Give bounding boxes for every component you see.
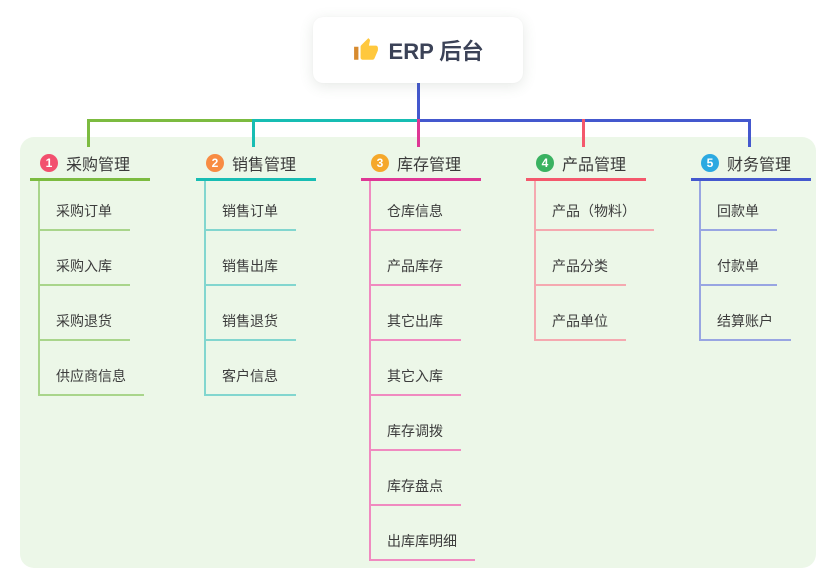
mindmap-node[interactable]: 销售退货 bbox=[206, 286, 356, 341]
branch-purchase-underline bbox=[30, 178, 150, 181]
drop-connector-finance bbox=[748, 119, 751, 147]
branch-number-badge: 1 bbox=[40, 154, 58, 172]
mindmap-node[interactable]: 供应商信息 bbox=[40, 341, 190, 396]
node-label: 采购退货 bbox=[40, 313, 130, 341]
mindmap-node[interactable]: 库存调拨 bbox=[371, 396, 521, 451]
mindmap-node[interactable]: 产品库存 bbox=[371, 231, 521, 286]
branch-purchase: 1 采购管理 采购订单 采购入库 采购退货 供应商信息 bbox=[30, 148, 190, 396]
mindmap-node[interactable]: 结算账户 bbox=[701, 286, 839, 341]
node-label: 其它出库 bbox=[371, 313, 461, 341]
mindmap-node[interactable]: 采购入库 bbox=[40, 231, 190, 286]
bus-connector-blue bbox=[419, 119, 751, 122]
node-label: 仓库信息 bbox=[371, 203, 461, 231]
branch-finance-underline bbox=[691, 178, 811, 181]
node-label: 采购订单 bbox=[40, 203, 130, 231]
branch-inventory: 3 库存管理 仓库信息 产品库存 其它出库 其它入库 库存调拨 库存盘点 出库库… bbox=[361, 148, 521, 561]
drop-connector-sales bbox=[252, 119, 255, 147]
mindmap-node[interactable]: 出库库明细 bbox=[371, 506, 521, 561]
mindmap-node[interactable]: 仓库信息 bbox=[371, 181, 521, 231]
mindmap-node[interactable]: 其它入库 bbox=[371, 341, 521, 396]
drop-connector-product bbox=[582, 119, 585, 147]
branch-number-badge: 4 bbox=[536, 154, 554, 172]
branch-sales-underline bbox=[196, 178, 316, 181]
mindmap-node[interactable]: 产品（物料） bbox=[536, 181, 686, 231]
drop-connector-purchase bbox=[87, 119, 90, 147]
node-label: 库存盘点 bbox=[371, 478, 461, 506]
branch-inventory-label: 库存管理 bbox=[397, 157, 462, 174]
branch-inventory-underline bbox=[361, 178, 481, 181]
mindmap-node[interactable]: 销售出库 bbox=[206, 231, 356, 286]
branch-sales-header[interactable]: 2 销售管理 bbox=[196, 148, 316, 178]
drop-connector-inventory bbox=[417, 119, 420, 147]
root-node[interactable]: ERP 后台 bbox=[313, 17, 523, 83]
branch-sales: 2 销售管理 销售订单 销售出库 销售退货 客户信息 bbox=[196, 148, 356, 396]
branch-product-items: 产品（物料） 产品分类 产品单位 bbox=[534, 181, 686, 341]
branch-finance-header[interactable]: 5 财务管理 bbox=[691, 148, 811, 178]
branches-background-panel bbox=[20, 137, 816, 568]
mindmap-node[interactable]: 客户信息 bbox=[206, 341, 356, 396]
branch-product: 4 产品管理 产品（物料） 产品分类 产品单位 bbox=[526, 148, 686, 341]
node-label: 产品库存 bbox=[371, 258, 461, 286]
branch-inventory-header[interactable]: 3 库存管理 bbox=[361, 148, 481, 178]
node-label: 客户信息 bbox=[206, 368, 296, 396]
mindmap-node[interactable]: 销售订单 bbox=[206, 181, 356, 231]
mindmap-node[interactable]: 产品单位 bbox=[536, 286, 686, 341]
node-label: 产品分类 bbox=[536, 258, 626, 286]
node-label: 出库库明细 bbox=[371, 533, 475, 561]
node-label: 产品单位 bbox=[536, 313, 626, 341]
branch-finance-label: 财务管理 bbox=[727, 157, 792, 174]
root-node-label: ERP 后台 bbox=[388, 39, 484, 64]
mindmap-node[interactable]: 产品分类 bbox=[536, 231, 686, 286]
node-label: 产品（物料） bbox=[536, 203, 654, 231]
branch-finance-items: 回款单 付款单 结算账户 bbox=[699, 181, 839, 341]
node-label: 销售出库 bbox=[206, 258, 296, 286]
branch-purchase-items: 采购订单 采购入库 采购退货 供应商信息 bbox=[38, 181, 190, 396]
node-label: 其它入库 bbox=[371, 368, 461, 396]
root-stem-connector bbox=[417, 83, 420, 121]
branch-finance: 5 财务管理 回款单 付款单 结算账户 bbox=[691, 148, 839, 341]
mindmap-node[interactable]: 采购退货 bbox=[40, 286, 190, 341]
branch-number-badge: 3 bbox=[371, 154, 389, 172]
bus-connector-green bbox=[87, 119, 255, 122]
branch-number-badge: 2 bbox=[206, 154, 224, 172]
branch-purchase-label: 采购管理 bbox=[66, 157, 131, 174]
branch-inventory-items: 仓库信息 产品库存 其它出库 其它入库 库存调拨 库存盘点 出库库明细 bbox=[369, 181, 521, 561]
branch-number-badge: 5 bbox=[701, 154, 719, 172]
branch-sales-label: 销售管理 bbox=[232, 157, 297, 174]
branch-product-underline bbox=[526, 178, 646, 181]
mindmap-node[interactable]: 付款单 bbox=[701, 231, 839, 286]
bus-connector-teal bbox=[255, 119, 419, 122]
mindmap-node[interactable]: 回款单 bbox=[701, 181, 839, 231]
node-label: 采购入库 bbox=[40, 258, 130, 286]
node-label: 库存调拨 bbox=[371, 423, 461, 451]
thumbs-up-icon bbox=[353, 37, 379, 63]
node-label: 供应商信息 bbox=[40, 368, 144, 396]
mindmap-node[interactable]: 其它出库 bbox=[371, 286, 521, 341]
mindmap-node[interactable]: 采购订单 bbox=[40, 181, 190, 231]
node-label: 付款单 bbox=[701, 258, 777, 286]
node-label: 结算账户 bbox=[701, 313, 791, 341]
branch-purchase-header[interactable]: 1 采购管理 bbox=[30, 148, 150, 178]
branch-sales-items: 销售订单 销售出库 销售退货 客户信息 bbox=[204, 181, 356, 396]
branch-product-label: 产品管理 bbox=[562, 157, 627, 174]
mindmap-node[interactable]: 库存盘点 bbox=[371, 451, 521, 506]
node-label: 销售退货 bbox=[206, 313, 296, 341]
node-label: 销售订单 bbox=[206, 203, 296, 231]
node-label: 回款单 bbox=[701, 203, 777, 231]
branch-product-header[interactable]: 4 产品管理 bbox=[526, 148, 646, 178]
